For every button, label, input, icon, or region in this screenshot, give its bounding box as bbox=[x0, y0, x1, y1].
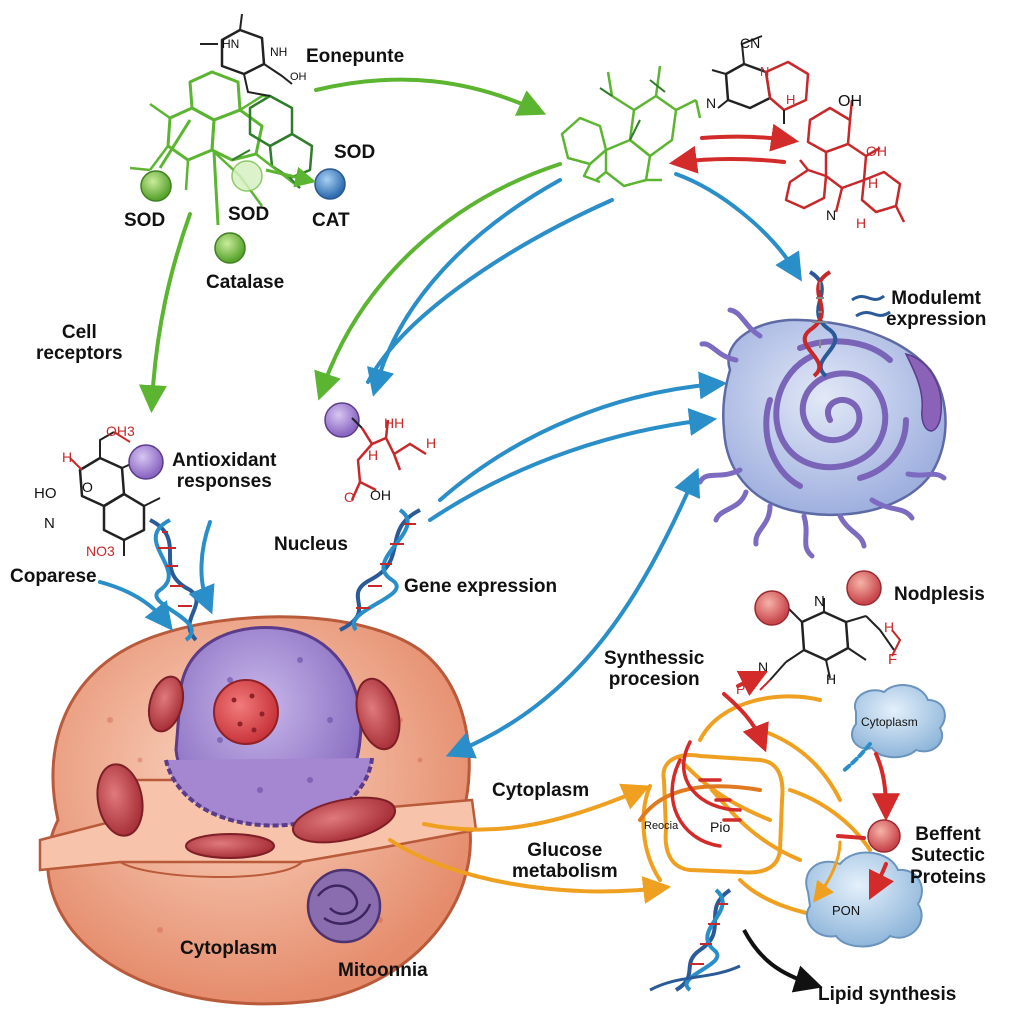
nucleus-molecule bbox=[350, 417, 427, 501]
black-arrow bbox=[742, 929, 823, 993]
label-cytoplasm-bubble: Cytoplasm bbox=[861, 715, 918, 729]
mol-n-dark: N bbox=[826, 207, 836, 223]
sod-ball-left bbox=[140, 170, 172, 202]
label-sod-right: SOD bbox=[334, 142, 376, 163]
mol-hh: HH bbox=[384, 415, 404, 431]
nucleus-ball bbox=[324, 402, 360, 438]
mol-o-anti: O bbox=[82, 479, 93, 495]
catalase-ball bbox=[214, 232, 246, 264]
dna-helix-left bbox=[149, 518, 199, 642]
label-reocia: Reocia bbox=[644, 820, 679, 832]
label-eonepunte: Eonepunte bbox=[306, 46, 405, 67]
nucleolus bbox=[213, 679, 279, 745]
red-arrows bbox=[668, 123, 900, 901]
dna-helix-bottom bbox=[649, 888, 741, 992]
label-cytoplasm-cell: Cytoplasm bbox=[180, 938, 278, 959]
dna-helix-center bbox=[339, 508, 421, 632]
mol-n-anti: N bbox=[44, 515, 55, 532]
sod-ball-middle bbox=[231, 160, 263, 192]
green-short-arrows bbox=[158, 119, 308, 226]
mol-cn: CN bbox=[740, 35, 760, 51]
nodplesis-ball-right bbox=[846, 570, 882, 606]
mol-h-anti: H bbox=[62, 449, 72, 465]
label-lipid-synthesis: Lipid synthesis bbox=[818, 984, 957, 1005]
nodplesis-ball-left bbox=[754, 590, 790, 626]
label-nucleus: Nucleus bbox=[274, 534, 348, 555]
mol-h-nod: H bbox=[884, 619, 894, 635]
cat-ball bbox=[314, 168, 346, 200]
red-filaments bbox=[670, 740, 742, 848]
mol-h-red: H bbox=[786, 92, 795, 107]
mol-oh-right: OH bbox=[838, 93, 862, 110]
label-sod-left: SOD bbox=[124, 210, 166, 231]
label-cytoplasm-arrow: Cytoplasm bbox=[492, 780, 590, 801]
label-mitoonnia: Mitoonnia bbox=[338, 960, 428, 981]
mol-nh: NH bbox=[270, 45, 287, 59]
mol-h-red-2: H bbox=[868, 175, 878, 191]
mol-h-nuc-2: H bbox=[426, 435, 436, 451]
mol-f-nod: F bbox=[888, 651, 897, 668]
label-antioxidant-responses: Antioxidant responses bbox=[172, 450, 277, 493]
label-sod-middle: SOD bbox=[228, 204, 270, 225]
dna-helix-top-right bbox=[802, 270, 891, 378]
blue-arrows bbox=[98, 172, 872, 774]
mitochondria-group bbox=[96, 675, 401, 944]
mol-n-red: N bbox=[760, 64, 769, 79]
mol-oh-nuc: OH bbox=[370, 487, 391, 503]
mol-o-nuc: O bbox=[344, 489, 355, 505]
label-gene-expression: Gene expression bbox=[404, 576, 558, 597]
red-molecule bbox=[784, 99, 906, 223]
green-molecule-structure bbox=[129, 13, 314, 207]
pon-cloud bbox=[805, 851, 923, 948]
mol-h-red-3: H bbox=[856, 215, 866, 231]
label-cat: CAT bbox=[312, 210, 350, 231]
steroid-molecule bbox=[560, 65, 702, 188]
mol-ho: HO bbox=[34, 485, 57, 502]
label-glucose-metabolism: Glucose metabolism bbox=[512, 840, 618, 883]
mol-oh3: OH3 bbox=[106, 423, 135, 439]
label-modulemt-expression: Modulemt expression bbox=[886, 288, 987, 331]
label-pon: PON bbox=[832, 903, 861, 918]
antioxidant-ball bbox=[128, 444, 164, 480]
orange-arrows bbox=[388, 783, 842, 904]
right-nucleus bbox=[697, 307, 947, 559]
label-nodplesis: Nodplesis bbox=[894, 584, 985, 605]
mol-no3: NO3 bbox=[86, 543, 115, 559]
mol-oh-red: OH bbox=[866, 143, 887, 159]
green-arrows bbox=[138, 77, 562, 414]
mol-n-nod-2: N bbox=[758, 659, 768, 675]
label-synthessic-procesion: Synthessic procesion bbox=[604, 648, 705, 691]
label-catalase: Catalase bbox=[206, 272, 285, 293]
label-coparese: Coparese bbox=[10, 566, 97, 587]
protein-ball bbox=[867, 819, 901, 853]
mol-h-nuc: H bbox=[368, 447, 378, 463]
mol-n-nod: N bbox=[814, 593, 825, 610]
mol-n-left: N bbox=[706, 95, 716, 111]
pio-text: Pio bbox=[710, 819, 730, 835]
cytoplasm-cloud bbox=[851, 684, 946, 759]
pyrimidine-molecule bbox=[711, 35, 810, 124]
label-cell-receptors: Cell receptors bbox=[36, 322, 123, 365]
mol-hn: HN bbox=[222, 37, 239, 51]
nucleolus-dots bbox=[231, 693, 265, 733]
label-beffent-proteins: Beffent Sutectic Proteins bbox=[910, 824, 987, 888]
mol-h-nod-2: H bbox=[826, 671, 836, 687]
mol-oh-top: OH bbox=[290, 71, 307, 83]
